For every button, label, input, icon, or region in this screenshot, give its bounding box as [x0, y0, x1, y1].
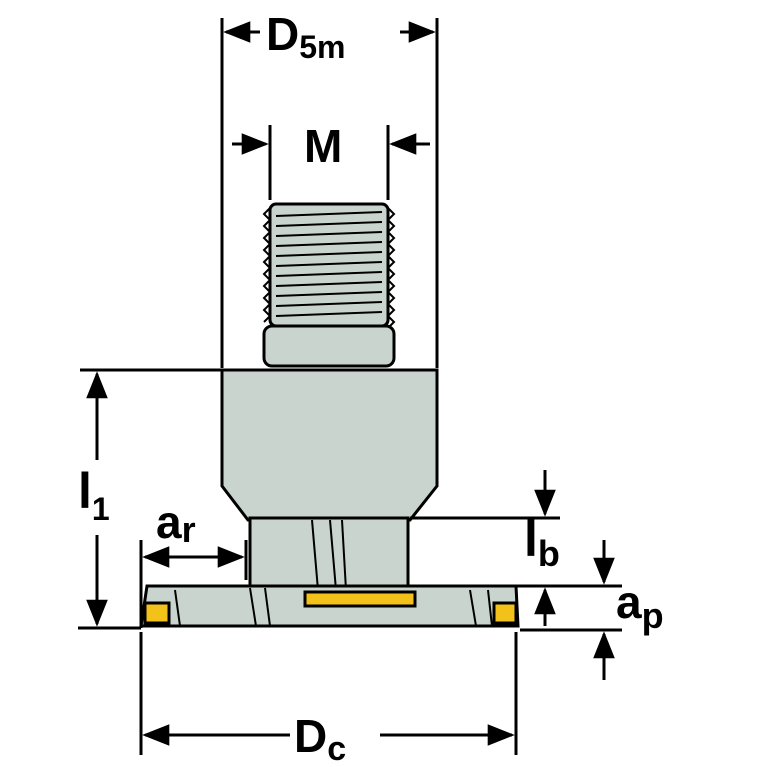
dimension-labels: D5m M l1 ar lb ap Dc [78, 8, 664, 767]
insert-right [492, 601, 518, 625]
label-m: M [304, 120, 342, 172]
chip-flutes [311, 519, 347, 591]
label-lb: lb [524, 511, 560, 574]
neck [248, 516, 410, 588]
insert-left [143, 601, 171, 625]
tool-body [139, 202, 520, 628]
main-body [220, 368, 439, 522]
thread-stub [262, 202, 396, 329]
label-l1: l1 [78, 463, 110, 527]
dimension-lines [78, 18, 622, 755]
label-ap: ap [616, 576, 664, 636]
label-ar: ar [156, 496, 196, 550]
label-d5m: D5m [266, 8, 345, 65]
collar [262, 324, 396, 368]
label-dc: Dc [294, 710, 346, 767]
insert-center [303, 590, 417, 608]
